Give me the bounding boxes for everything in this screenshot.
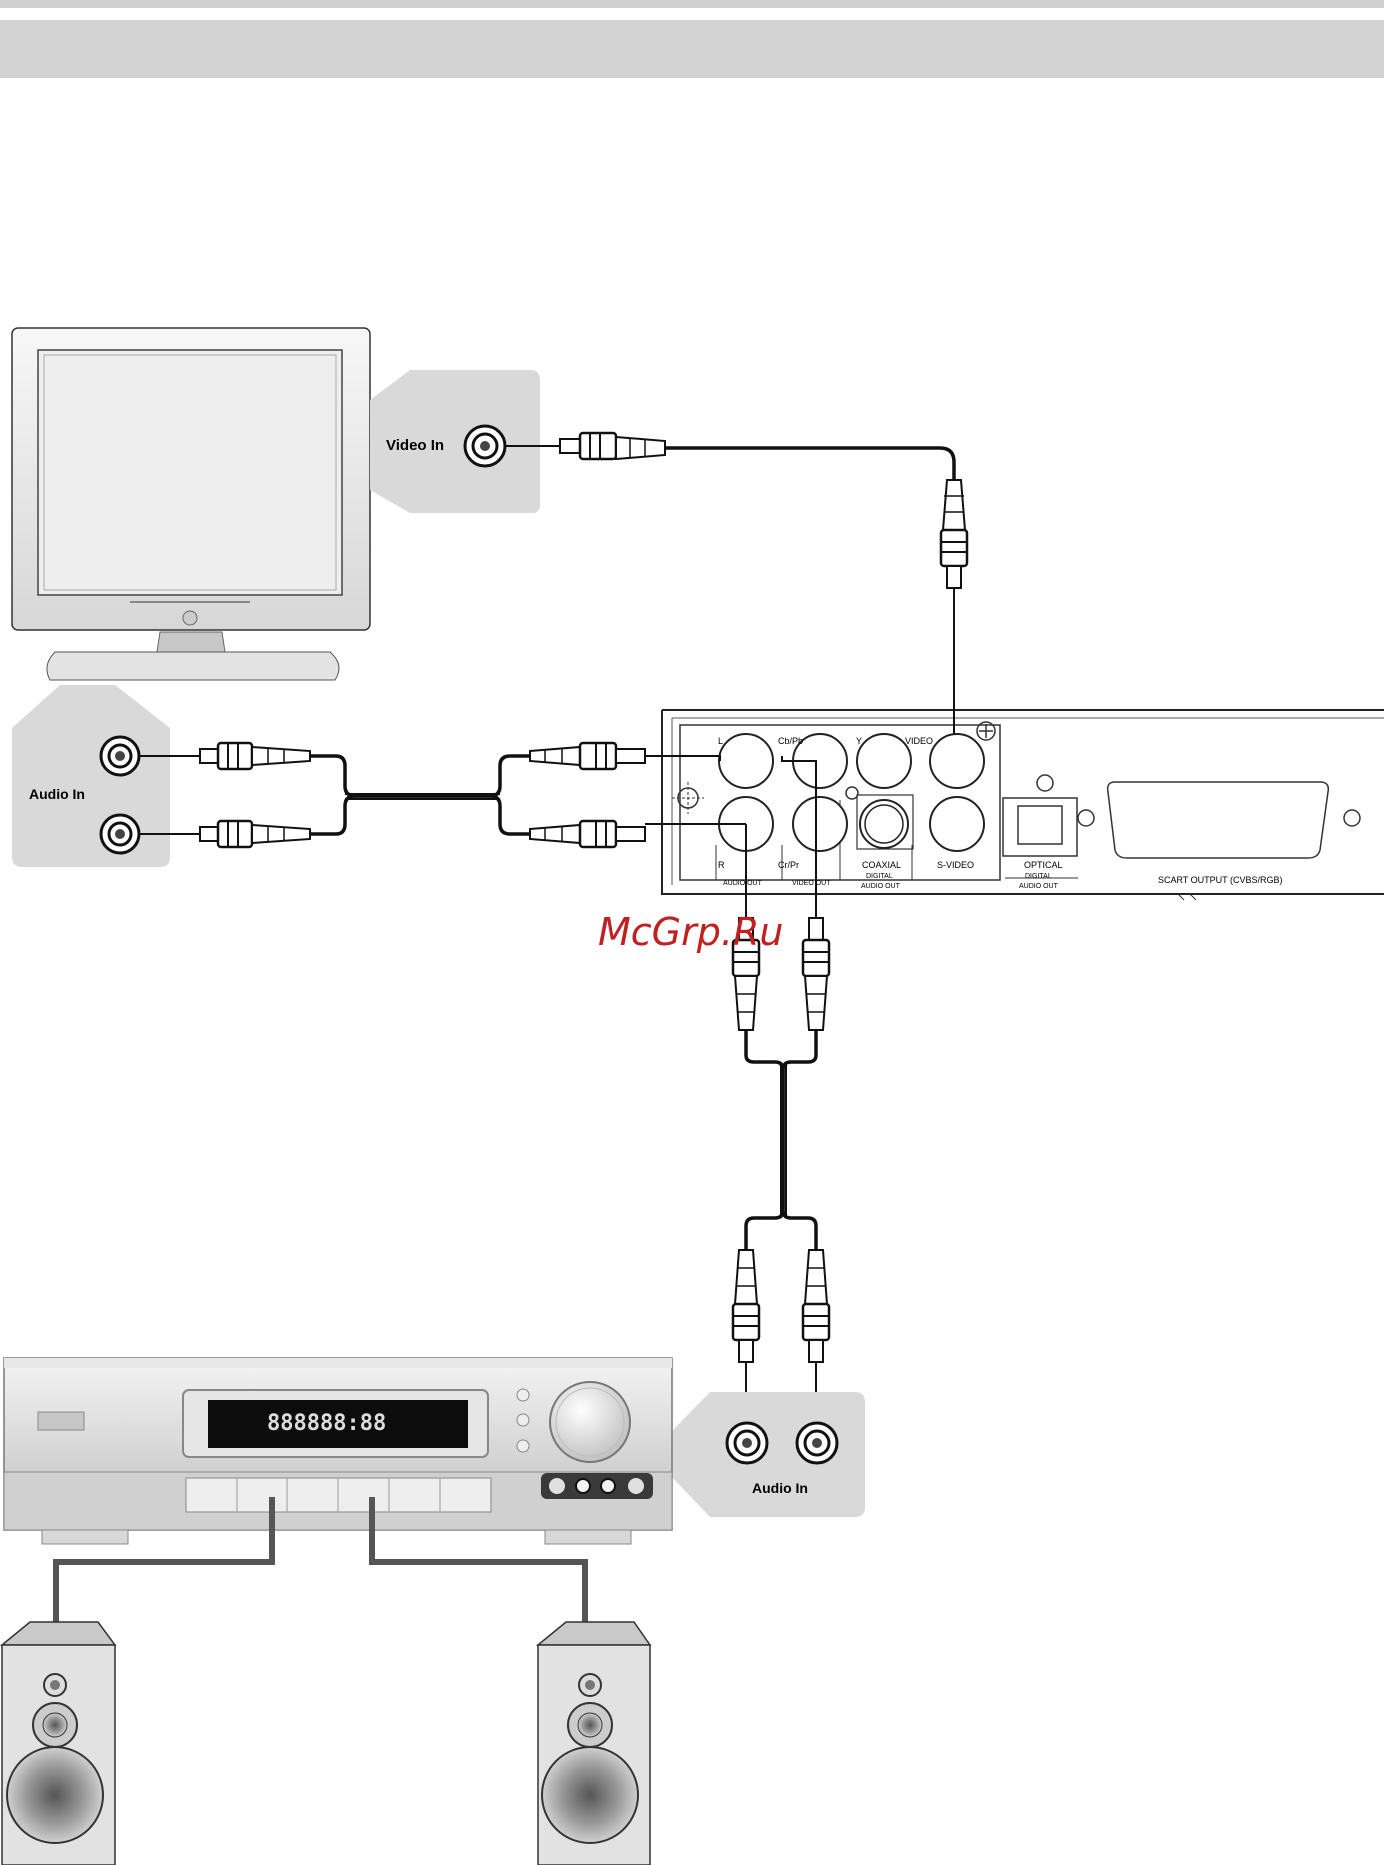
label-audio-out: AUDIO OUT	[723, 880, 763, 887]
tv-audio-in-label: Audio In	[29, 786, 85, 802]
tv-video-in-label: Video In	[386, 437, 444, 454]
label-jack-coaxial: COAXIAL	[862, 860, 901, 870]
dvd-video-jack[interactable]	[930, 734, 984, 788]
amplifier	[4, 1358, 672, 1544]
dvd-rear-panel	[662, 710, 1384, 900]
label-jack-cr-pr: Cr/Pr	[778, 860, 799, 870]
dvd-coaxial-jack[interactable]	[857, 795, 913, 849]
dvd-s-video-jack[interactable]	[930, 797, 984, 851]
tv-monitor	[12, 328, 370, 680]
amp-display-digits: 888888:88	[267, 1411, 386, 1436]
amp-audio-in-r-jack[interactable]	[797, 1423, 837, 1463]
speaker-left	[2, 1622, 115, 1865]
amp-cable-plug-lower-r	[803, 1250, 829, 1362]
label-jack-cb-pb: Cb/Pb	[778, 736, 803, 746]
dvd-audio-out-l-jack[interactable]	[719, 734, 773, 788]
label-jack-optical: OPTICAL	[1024, 860, 1063, 870]
video-plug-horizontal	[560, 433, 665, 459]
watermark: McGrp.Ru	[598, 910, 783, 954]
video-cable	[505, 446, 954, 734]
tv-audio-plug-l	[200, 743, 310, 769]
amp-cable-plug-lower-l	[733, 1250, 759, 1362]
label-scart-output: SCART OUTPUT (CVBS/RGB)	[1158, 875, 1283, 885]
amp-audio-in-label: Audio In	[752, 1480, 808, 1496]
amp-audio-in-callout	[670, 1392, 865, 1517]
amp-cable-plug-upper-r	[803, 918, 829, 1030]
label-jack-r: R	[718, 860, 725, 870]
label-digital-audio-out-1a: DIGITAL	[866, 873, 893, 880]
label-jack-s-video: S-VIDEO	[937, 860, 974, 870]
label-digital-audio-out-2a: DIGITAL	[1025, 873, 1052, 880]
tv-audio-in-r-jack[interactable]	[101, 815, 139, 853]
label-digital-audio-out-2b: AUDIO OUT	[1019, 883, 1059, 890]
label-jack-y: Y	[856, 736, 862, 746]
dvd-y-jack[interactable]	[857, 734, 911, 788]
tv-video-in-jack[interactable]	[465, 426, 505, 466]
speaker-right	[538, 1622, 650, 1865]
dvd-audio-plug-l	[530, 743, 645, 769]
tv-audio-in-callout	[12, 685, 170, 867]
tv-audio-plug-r	[200, 821, 310, 847]
video-plug-vertical	[941, 480, 967, 588]
amp-audio-in-l-jack[interactable]	[727, 1423, 767, 1463]
label-video-out: VIDEO OUT	[792, 880, 831, 887]
dvd-cr-pr-jack[interactable]	[793, 797, 847, 851]
label-jack-video: VIDEO	[905, 736, 933, 746]
label-digital-audio-out-1b: AUDIO OUT	[861, 883, 901, 890]
tv-audio-in-l-jack[interactable]	[101, 737, 139, 775]
dvd-audio-plug-r	[530, 821, 645, 847]
label-jack-l: L	[718, 736, 723, 746]
